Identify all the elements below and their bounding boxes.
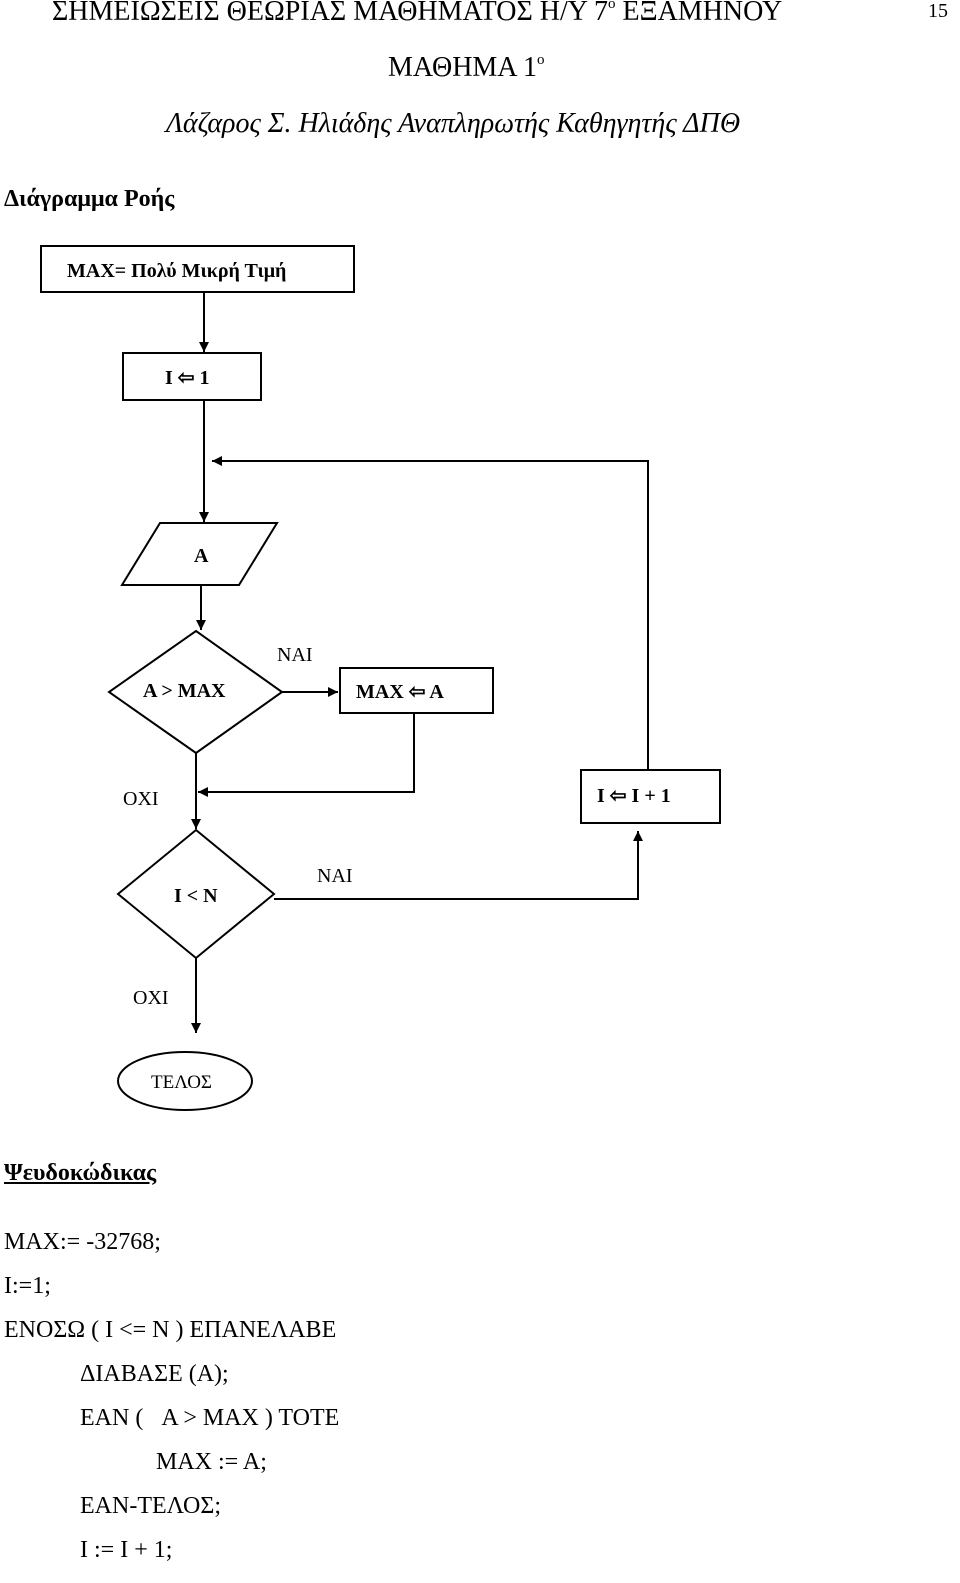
flowchart-heading: Διάγραμμα Ροής — [4, 186, 175, 212]
code-line-5: ΕΑΝ ( A > MAX ) ΤΟΤΕ — [80, 1405, 340, 1431]
flowchart: MAX= Πολύ Μικρή Τιμή I ⇦ 1 A A > MAX NAI… — [40, 245, 721, 1111]
cond1-no-label: OXI — [123, 788, 159, 810]
cond1-yes-label: NAI — [277, 644, 313, 666]
arrow-cond2-yes — [274, 831, 643, 900]
cond2-no-label: OXI — [133, 987, 169, 1009]
end-terminal — [117, 1051, 253, 1111]
code-line-3: ΕΝΟΣΩ ( I <= N ) ΕΠΑΝΕΛΑΒΕ — [4, 1317, 337, 1343]
code-line-2: I:=1; — [4, 1273, 51, 1299]
page-number: 15 — [928, 0, 948, 22]
code-line-8: I := I + 1; — [80, 1537, 173, 1563]
pseudocode-heading: Ψευδοκώδικας — [4, 1160, 157, 1186]
loop-back-arrow — [212, 456, 649, 770]
document-title: ΣΗΜΕΙΩΣΕΙΣ ΘΕΩΡΙΑΣ ΜΑΘΗΜΑΤΟΣ Η/Υ 7ο ΕΞΑΜ… — [52, 0, 783, 27]
cond1-label: A > MAX — [143, 680, 226, 702]
init-i-label: I ⇦ 1 — [165, 367, 210, 389]
read-a-label: A — [194, 545, 209, 567]
cond2-yes-label: NAI — [317, 865, 353, 887]
lesson-title: ΜΑΘΗΜΑ 1ο — [388, 52, 545, 83]
read-a-parallelogram — [120, 522, 279, 586]
code-line-1: MAX:= -32768; — [4, 1229, 161, 1255]
assign-max-box — [339, 667, 494, 714]
inc-i-label: I ⇦ I + 1 — [597, 785, 671, 807]
code-line-4: ΔΙΑΒΑΣΕ (A); — [80, 1361, 229, 1387]
code-line-6: MAX := A; — [156, 1449, 267, 1475]
init-max-label: MAX= Πολύ Μικρή Τιμή — [67, 260, 286, 282]
init-i-box — [122, 352, 262, 401]
assign-max-label: MAX ⇦ A — [356, 681, 444, 703]
end-label: ΤΕΛΟΣ — [151, 1072, 212, 1093]
code-line-7: ΕΑΝ-ΤΕΛΟΣ; — [80, 1493, 222, 1519]
arrow-assign-to-merge — [198, 713, 415, 797]
cond2-label: I < N — [174, 885, 218, 907]
author-line: Λάζαρος Σ. Ηλιάδης Αναπληρωτής Καθηγητής… — [166, 108, 741, 139]
inc-i-box — [580, 769, 721, 824]
init-max-box — [40, 245, 355, 293]
